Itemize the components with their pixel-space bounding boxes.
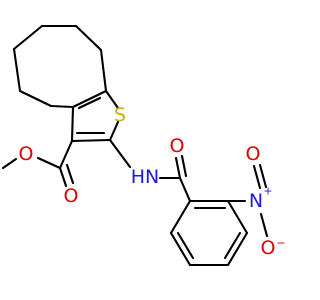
bond-c7a-c3a-double <box>77 96 102 110</box>
bond-amide-c-ring <box>178 176 192 203</box>
nitro-oxygen-negative-charge: − <box>276 237 285 250</box>
benzene-ring <box>169 199 249 267</box>
bond-amide-c-o-double-a <box>174 156 182 180</box>
methyl-ester-group <box>1 139 75 188</box>
ester-carbonyl-oxygen-label: O <box>64 185 79 207</box>
nitro-group <box>226 163 269 238</box>
nitro-top-oxygen-label: O <box>246 143 261 165</box>
ester-ether-oxygen-label: O <box>19 143 34 165</box>
bond-c3-carbonyl-c <box>58 139 74 170</box>
bond-ring7-6 <box>12 47 22 93</box>
bond-ring7-7 <box>18 89 53 108</box>
bond-ring7-5 <box>12 24 44 51</box>
bond-amide-c-o-double-b <box>180 154 188 178</box>
bond-carbonyl-c-o-double-b <box>65 163 75 185</box>
molecule-structure-diagram: S HN O O O N + O O − <box>1 24 286 267</box>
bond-benz-inner-2 <box>223 231 242 260</box>
thiophene-ring <box>70 89 120 143</box>
bond-ring7-3 <box>74 24 103 52</box>
bond-benz-inner-3 <box>176 231 195 260</box>
bond-carbonyl-c-ether-o <box>36 156 62 170</box>
amide-group <box>108 138 192 203</box>
bond-benz-2 <box>226 199 249 235</box>
bond-ether-o-methyl <box>1 157 18 170</box>
bond-n-o-top-b <box>258 163 268 189</box>
bond-benz-3 <box>226 231 249 267</box>
amide-oxygen-label: O <box>170 135 185 157</box>
bond-c2-nh <box>108 138 132 169</box>
nitro-bottom-oxygen-label: O <box>261 237 276 259</box>
cycloheptane-ring <box>12 24 108 109</box>
bond-carbonyl-c-o-double-a <box>58 166 68 188</box>
bond-n-o-bottom <box>259 212 269 238</box>
bond-benz-6 <box>169 199 192 235</box>
sulfur-atom-label: S <box>114 104 126 126</box>
bond-n-o-top-a <box>252 164 262 190</box>
nitro-nitrogen-label: N <box>249 190 263 212</box>
bond-fused-c3a-c7a <box>49 104 75 109</box>
nitro-nitrogen-positive-charge: + <box>263 185 272 198</box>
bond-ring7-1 <box>71 89 108 109</box>
bond-s-c2 <box>108 120 120 142</box>
amide-nitrogen-label: HN <box>131 166 160 188</box>
bond-ring7-2 <box>99 48 108 93</box>
bond-benz-5 <box>169 231 192 267</box>
bond-c2-c3 <box>70 138 112 143</box>
bond-c3-c3a <box>70 105 75 143</box>
bond-c7a-s <box>104 89 120 110</box>
